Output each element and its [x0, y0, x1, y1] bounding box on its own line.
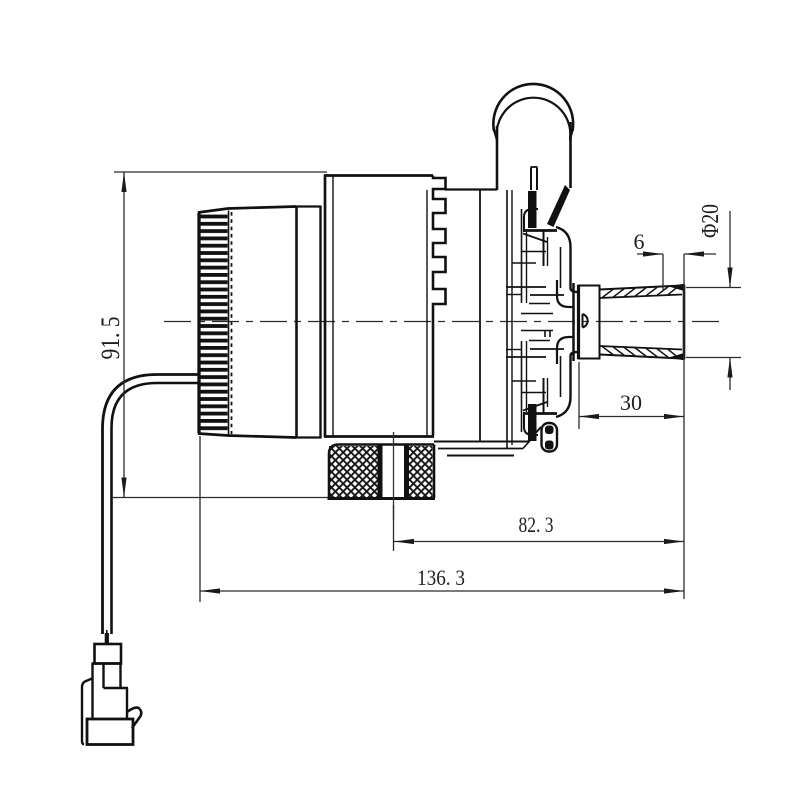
- svg-text:136. 3: 136. 3: [417, 565, 465, 590]
- svg-text:Φ20: Φ20: [698, 204, 724, 238]
- svg-text:30: 30: [620, 390, 642, 415]
- svg-text:91. 5: 91. 5: [96, 317, 125, 360]
- svg-text:82. 3: 82. 3: [519, 512, 554, 537]
- svg-text:6: 6: [634, 229, 645, 254]
